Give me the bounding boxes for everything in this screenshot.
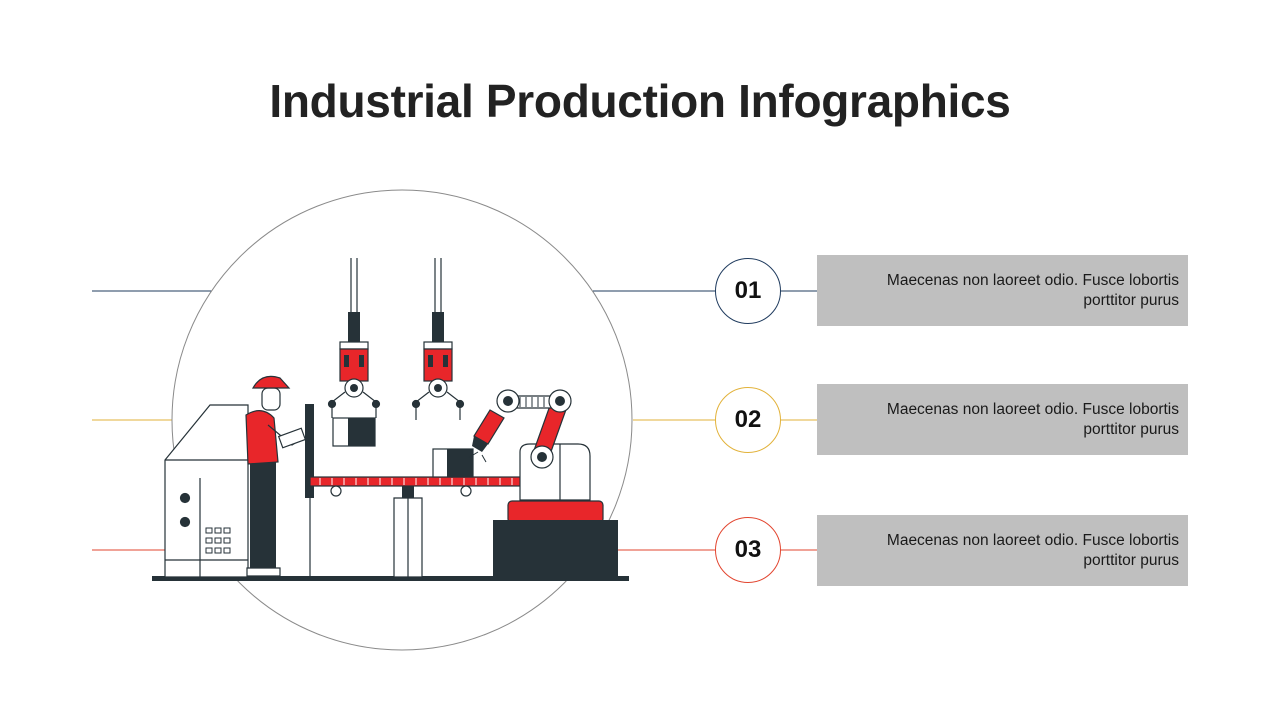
step-description: Maecenas non laoreet odio. Fusce loborti…	[886, 532, 1179, 569]
step-number: 02	[734, 406, 762, 433]
step-number: 01	[734, 277, 762, 304]
step-badge-01: 01	[715, 258, 781, 324]
page-title: Industrial Production Infographics	[269, 75, 1011, 127]
step-text-box-02: Maecenas non laoreet odio. Fusce loborti…	[817, 384, 1188, 455]
step-text-box-01: Maecenas non laoreet odio. Fusce loborti…	[817, 255, 1188, 326]
step-badge-03: 03	[715, 517, 781, 583]
step-description: Maecenas non laoreet odio. Fusce loborti…	[886, 401, 1179, 438]
step-number: 03	[734, 536, 762, 563]
factory-robot-worker-illustration-icon	[152, 258, 629, 581]
step-description: Maecenas non laoreet odio. Fusce loborti…	[886, 272, 1179, 309]
step-badge-02: 02	[715, 387, 781, 453]
step-text-box-03: Maecenas non laoreet odio. Fusce loborti…	[817, 515, 1188, 586]
